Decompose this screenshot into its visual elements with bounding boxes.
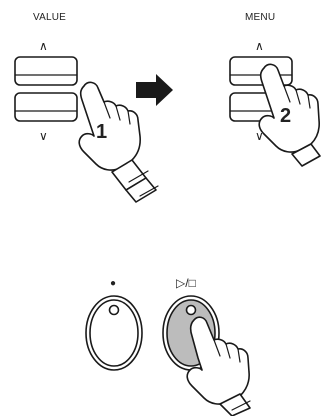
value-down-button[interactable] — [15, 93, 77, 121]
step-number-2: 2 — [280, 105, 291, 127]
arrow-right-icon — [136, 74, 173, 106]
step-number-1: 1 — [96, 121, 107, 143]
menu-caption: MENU — [245, 12, 275, 23]
value-button-group: VALUE ∧ ∨ 1 — [15, 12, 158, 202]
pointing-hand-icon: 1 — [79, 82, 158, 202]
menu-up-symbol: ∧ — [255, 39, 264, 53]
value-up-button[interactable] — [15, 57, 77, 85]
record-symbol: ● — [110, 278, 116, 289]
transport-group: ● ▷/□ — [86, 276, 250, 416]
value-up-symbol: ∧ — [39, 39, 48, 53]
value-down-symbol: ∨ — [39, 129, 48, 143]
record-button[interactable] — [86, 296, 142, 370]
menu-button-group: MENU ∧ ∨ 2 — [230, 12, 320, 166]
play-stop-symbol: ▷/□ — [176, 276, 196, 290]
value-caption: VALUE — [33, 12, 66, 23]
